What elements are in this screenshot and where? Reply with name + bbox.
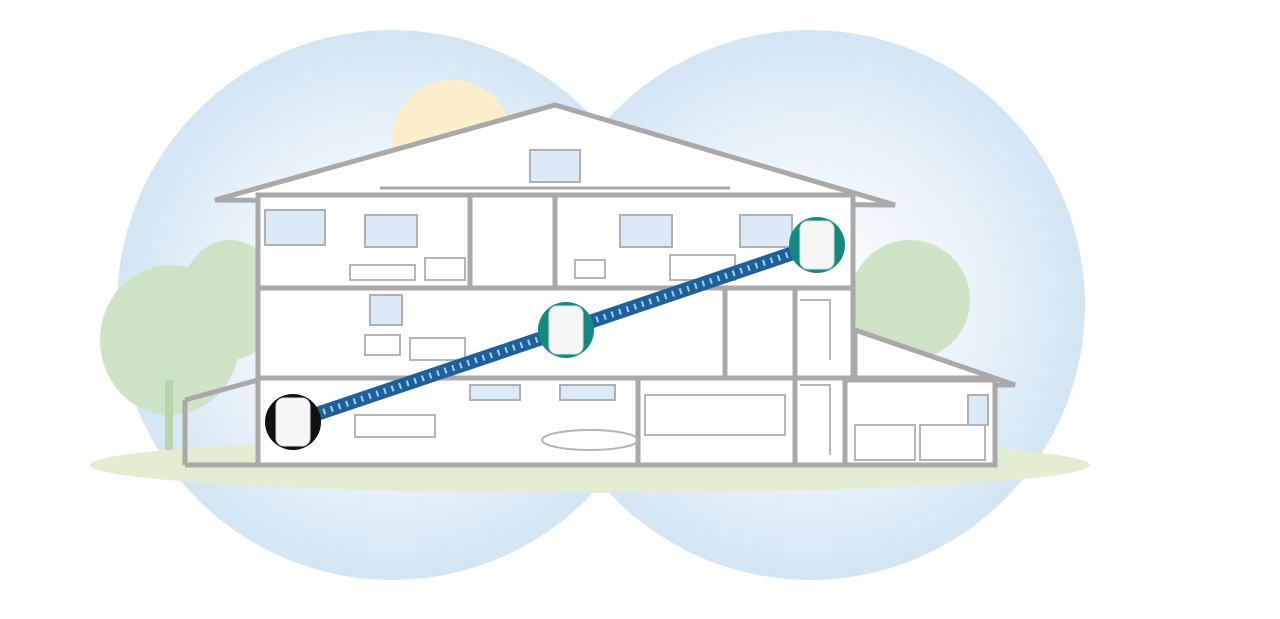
- mesh-router-node: [789, 217, 845, 273]
- mesh-router-node: [538, 302, 594, 358]
- signal-wave: [292, 327, 567, 425]
- trees: [100, 240, 970, 450]
- router-device: [799, 220, 835, 270]
- mesh-nodes: [265, 217, 845, 450]
- router-device: [275, 397, 311, 447]
- mesh-links: [290, 238, 820, 429]
- windows: [264, 149, 989, 426]
- furniture: [349, 254, 986, 461]
- mesh-link: [563, 238, 820, 337]
- router-device: [548, 305, 584, 355]
- mesh-router-node: [265, 394, 321, 450]
